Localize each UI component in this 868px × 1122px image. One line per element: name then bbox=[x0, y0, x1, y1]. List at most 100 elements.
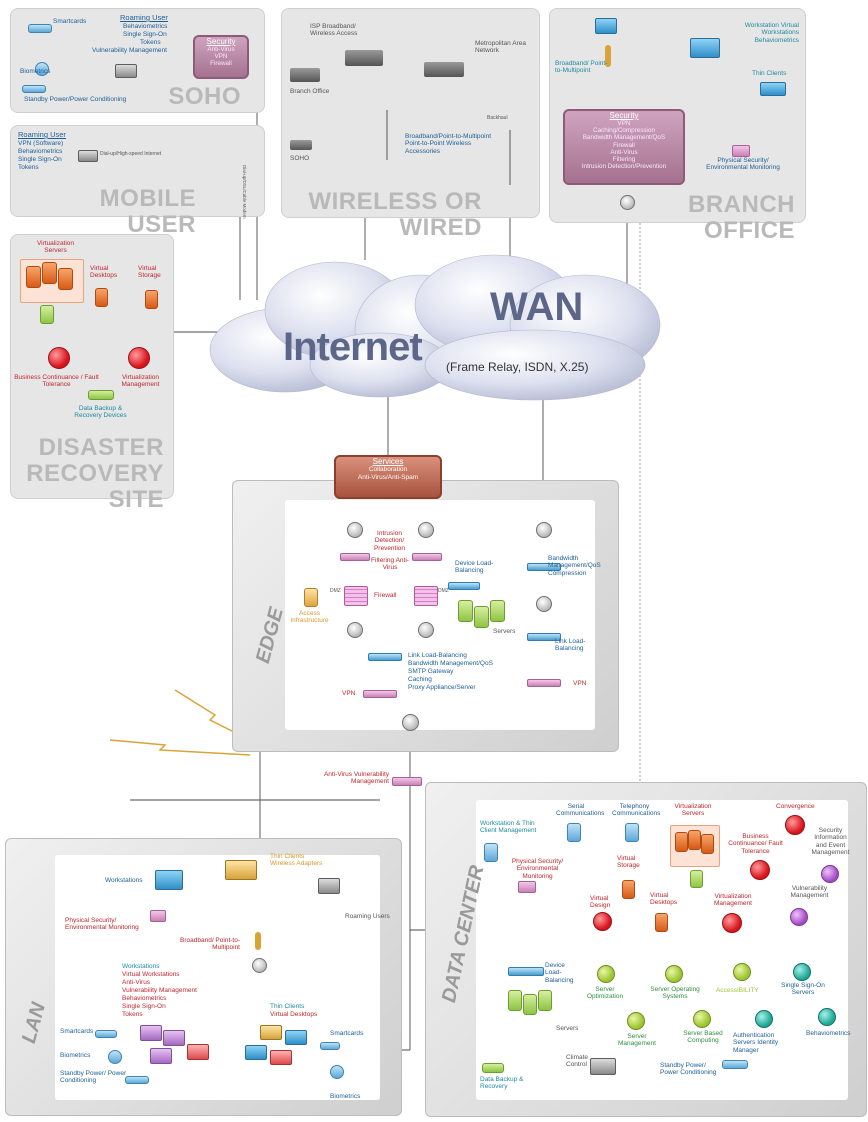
dr-server-icon-2 bbox=[42, 262, 57, 284]
dr-virt-mgmt-label: Virtualization Management bbox=[121, 374, 160, 389]
edge-router-6 bbox=[418, 622, 434, 638]
dc-accessibility-label: AccessIBILITY bbox=[716, 987, 759, 994]
edge-firewall-left-icon bbox=[344, 586, 368, 606]
dc-convergence-label: Convergence bbox=[776, 803, 815, 810]
lan-ws-list-5: Single Sign-On bbox=[122, 1003, 166, 1010]
dr-virt-mgmt-disc-icon bbox=[128, 347, 150, 369]
smartcards-icon bbox=[28, 24, 52, 33]
metro-building-icon bbox=[424, 62, 464, 77]
dc-vuln-disc bbox=[790, 908, 808, 926]
edge-dmz-left: DMZ bbox=[330, 588, 341, 594]
dc-telephony-icon bbox=[625, 823, 639, 842]
mobile-item-2: Single Sign-On bbox=[18, 156, 62, 163]
lan-workstation-icon bbox=[155, 870, 183, 890]
lan-biometric-icon bbox=[108, 1050, 122, 1064]
wireless-broadband-label: Broadband/Point-to-Multipoint Point-to-P… bbox=[405, 133, 491, 155]
edge-server-icon-1 bbox=[458, 600, 473, 622]
wireless-panel: WIRELESS OR WIRED bbox=[281, 8, 540, 241]
dc-climate-label: Climate Control bbox=[566, 1054, 589, 1069]
dr-server-icon-3 bbox=[58, 268, 73, 290]
wireless-title: WIRELESS OR WIRED bbox=[308, 188, 482, 241]
lan-thin-sub: Virtual Desktops bbox=[270, 1011, 318, 1018]
mobile-user-panel: MOBILE USER bbox=[10, 125, 265, 238]
disaster-title-line1: DISASTER bbox=[38, 434, 164, 461]
soho-title: SOHO bbox=[168, 83, 241, 110]
soho-roaming-item-2: Tokens bbox=[140, 39, 161, 46]
dr-business-disc-icon bbox=[48, 347, 70, 369]
soho-standby-label: Standby Power/Power Conditioning bbox=[24, 96, 127, 103]
dr-virt-storage-label: Virtual Storage bbox=[138, 265, 161, 280]
wan-cloud-label: WAN bbox=[490, 285, 584, 329]
dc-convergence-disc bbox=[785, 815, 805, 835]
branch-workstation-icon bbox=[595, 18, 617, 34]
dc-virt-design-disc bbox=[593, 912, 612, 931]
lan-thin-wireless-label: Thin Clients Wireless Adapters bbox=[270, 853, 323, 868]
edge-services-box: Services Collaboration Anti-Virus/Anti-S… bbox=[334, 455, 442, 499]
dc-serial-label: Serial Communications bbox=[556, 803, 605, 818]
mobile-item-3: Tokens bbox=[18, 164, 39, 171]
dc-physical-icon bbox=[518, 881, 536, 893]
edge-device-lb-bar bbox=[448, 582, 480, 590]
lan-smartcard-right-icon bbox=[320, 1042, 340, 1050]
soho-roaming-title: Roaming User bbox=[120, 13, 168, 22]
branch-security-box: Security VPN Caching/Compression Bandwid… bbox=[563, 109, 685, 185]
dc-vuln-label: Vulnerability Management bbox=[790, 885, 829, 900]
edge-inner bbox=[285, 500, 595, 730]
branch-security-item-3: Firewall bbox=[613, 141, 635, 149]
edge-router-4 bbox=[536, 596, 552, 612]
edge-link-lb-list-4: Proxy Appliance/Server bbox=[408, 684, 476, 691]
dsl-modem-label: Dial-up/DSL/Cable Modem bbox=[242, 165, 247, 219]
edge-server-icon-3 bbox=[490, 600, 505, 622]
branch-thin-clients-label: Thin Clients bbox=[752, 70, 787, 77]
edge-link-lb-bar bbox=[368, 653, 402, 661]
dc-virt-mgmt-disc bbox=[722, 913, 742, 933]
internet-wan-cloud bbox=[209, 254, 661, 401]
edge-services-item-0: Collaboration bbox=[368, 466, 408, 473]
edge-link-lb-right-bar bbox=[527, 633, 561, 641]
dr-backup-label: Data Backup & Recovery Devices bbox=[74, 405, 127, 420]
datacenter-inner bbox=[476, 800, 848, 1100]
dc-server-mgmt-disc bbox=[627, 1012, 645, 1030]
dc-siem-disc bbox=[821, 865, 839, 883]
dc-virt-mgmt-label: Virtualization Management bbox=[714, 893, 752, 908]
dc-green-server-icon bbox=[690, 870, 703, 888]
dc-server-icon-g3 bbox=[538, 990, 552, 1011]
edge-link-lb-right-label: Link Load-Balancing bbox=[555, 638, 586, 653]
dr-green-server-icon bbox=[40, 305, 54, 324]
lan-smartcard-icon bbox=[95, 1030, 117, 1038]
internet-cloud-label: Internet bbox=[283, 325, 423, 369]
edge-ids-bar-1 bbox=[340, 553, 370, 561]
dc-backup-icon bbox=[482, 1063, 504, 1073]
lan-ws-icon-4 bbox=[150, 1048, 172, 1064]
dc-server-opt-label: Server Optimization bbox=[586, 986, 624, 1001]
branch-security-item-1: Caching/Compression bbox=[593, 127, 655, 135]
lan-thin-icon-2 bbox=[285, 1030, 307, 1045]
dr-storage-server-icon bbox=[145, 290, 158, 309]
dc-accessibility-disc bbox=[733, 963, 751, 981]
metro-label: Metropolitan Area Network bbox=[475, 40, 526, 55]
mobile-user-title: MOBILE USER bbox=[99, 185, 196, 238]
mobile-item-0: VPN (Software) bbox=[18, 140, 64, 147]
soho-smartcards-label: Smartcards bbox=[53, 18, 87, 25]
laptop-icon bbox=[115, 64, 137, 78]
dc-physical-label: Physical Security/ Environmental Monitor… bbox=[511, 858, 564, 880]
dc-server-icon-g2 bbox=[523, 994, 537, 1015]
dc-virt-servers-label: Virtualization Servers bbox=[674, 803, 712, 818]
dc-standby-label: Standby Power/ Power Conditioning bbox=[660, 1062, 717, 1077]
edge-link-lb-list-2: SMTP Gateway bbox=[408, 668, 454, 675]
dc-virt-desktops-label: Virtual Desktops bbox=[650, 892, 678, 907]
edge-router-3 bbox=[536, 522, 552, 538]
lan-antenna-icon bbox=[255, 932, 261, 950]
lan-standby-label: Standby Power/ Power Conditioning bbox=[60, 1070, 127, 1085]
branch-broadband-label: Broadband/ Point-to-Multipoint bbox=[555, 60, 608, 75]
edge-servers-label: Servers bbox=[493, 628, 516, 635]
branch-security-item-0: VPN bbox=[617, 120, 631, 127]
branch-security-item-4: Anti-Virus bbox=[610, 148, 638, 156]
lan-ws-list-1: Virtual Workstations bbox=[122, 971, 180, 978]
lan-standby-icon bbox=[125, 1076, 149, 1084]
standby-power-icon bbox=[22, 85, 46, 93]
soho-security-title: Security bbox=[206, 37, 236, 46]
branch-virtual-ws-icon bbox=[690, 38, 720, 58]
lan-roaming-label: Roaming Users bbox=[345, 913, 390, 920]
dc-sso-disc bbox=[793, 963, 811, 981]
